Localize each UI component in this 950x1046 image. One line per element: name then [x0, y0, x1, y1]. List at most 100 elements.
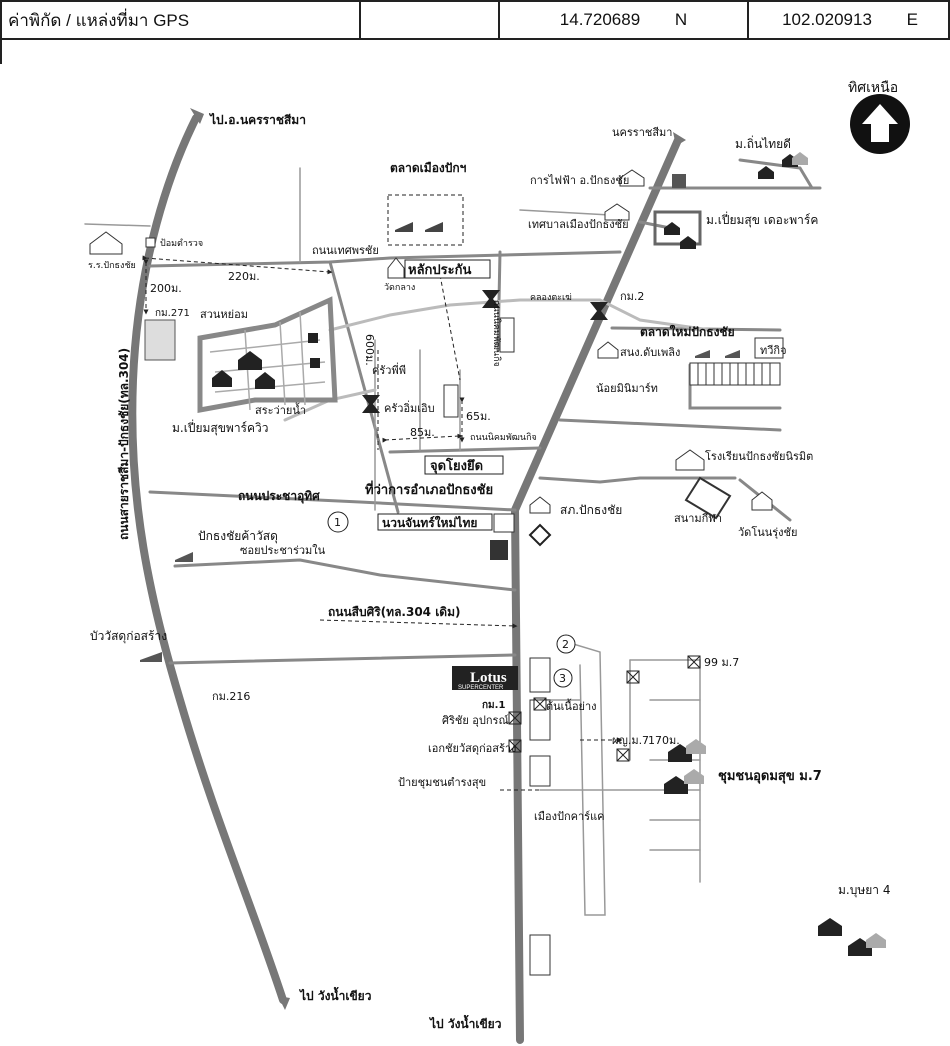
label-electricity: การไฟฟ้า อ.ปักธงชัย	[530, 174, 629, 187]
longitude-cell: 102.020913 E	[747, 0, 950, 40]
label-school: ร.ร.ปักธงชัย	[88, 261, 136, 271]
gps-source-label: ค่าพิกัด / แหล่งที่มา GPS	[0, 0, 361, 40]
label-mueang-pak-car: เมืองปักคาร์แค	[534, 810, 605, 823]
park-view-village	[197, 296, 338, 413]
label-park-view: ม.เปี่ยมสุขพาร์ควิว	[172, 419, 269, 436]
label-noi-minimart: น้อยมินิมาร์ท	[596, 382, 658, 395]
label-pool: สระว่ายน้ำ	[255, 402, 306, 417]
label-the-park: ม.เปี่ยมสุข เดอะพาร์ค	[706, 211, 818, 228]
wat-icon	[751, 491, 773, 511]
latitude-unit: N	[674, 10, 688, 29]
label-road-suepsiri: ถนนสืบศิริ(ทล.304 เดิม)	[328, 605, 461, 619]
label-thawikit: ทวีกิจ	[760, 344, 787, 357]
label-km2: กม.2	[620, 290, 644, 303]
label-wat-klang: วัดกลาง	[384, 283, 415, 293]
label-to-wang-nam-khiao-1: ไป วังน้ำเขียว	[298, 986, 372, 1003]
temple-icon	[387, 257, 405, 279]
label-police-box: ป้อมตำรวจ	[160, 238, 203, 249]
label-wat-ton: วัดโนนรุ่งชัย	[738, 525, 797, 539]
electricity-icon	[619, 169, 645, 187]
label-road-nikhom2: ถนนนิคมพัฒนกิจ	[470, 432, 537, 443]
the-park-block	[653, 210, 702, 246]
label-99: 99 ม.7	[704, 656, 739, 669]
label-chan-new-thai: นวนจันทร์ใหม่ไทย	[382, 515, 477, 530]
label-170m: 170ม.	[648, 734, 680, 747]
marker-3: 3	[559, 672, 566, 685]
empty-cell	[359, 0, 500, 40]
school-icon	[89, 231, 123, 255]
label-community: ชุมชนอุดมสุข ม.7	[718, 769, 822, 784]
label-bunya: ม.บุษยา 4	[838, 883, 890, 898]
house-clusters-light	[684, 152, 886, 948]
marker-2: 2	[562, 638, 569, 651]
label-85m: 85ม.	[410, 426, 435, 439]
label-lak-prakan: หลักประกัน	[408, 263, 471, 278]
chan-shop-icon	[493, 513, 515, 533]
label-suan-yom: สวนหย่อม	[200, 308, 248, 321]
label-bua-wat: บัววัสดุก่อสร้าง	[90, 629, 167, 644]
label-new-market: ตลาดใหม่ปักธงชัย	[640, 324, 735, 339]
label-highway-304: ถนนสายราชสีมา-ปักธงชัย(ทล.304)	[117, 348, 131, 540]
mueang-market	[387, 194, 464, 246]
north-label: ทิศเหนือ	[848, 80, 898, 96]
landmark-icon	[490, 540, 508, 560]
north-arrow-icon	[850, 94, 910, 154]
main-road	[510, 132, 686, 1044]
map-labels: ไป.อ.นครราชสีมา นครราชสีมา ม.ถิ่นไทยดี ก…	[88, 112, 890, 1031]
lotus-subtext: SUPERCENTER	[458, 685, 504, 691]
label-police-station: สภ.ปักธงชัย	[560, 503, 622, 517]
label-bus-stop: ป้ายชุมชนตำรงสุข	[398, 776, 486, 789]
longitude-value: 102.020913	[782, 10, 872, 29]
label-road-nikhom: ถนนนิคมพัฒนกิจ	[491, 300, 502, 367]
label-thetphon-road: ถนนเทศพรชัย	[312, 244, 379, 257]
label-fire-station: สนง.ดับเพลิง	[620, 346, 680, 359]
label-krua-im: ครัวอิ่มเอิบ	[384, 400, 435, 415]
label-khlong: คลองตะเฆ่	[530, 293, 572, 303]
intersection-markers	[362, 290, 608, 413]
label-siri-chai: ศิริชัย อุปกรณ์	[442, 714, 509, 727]
new-market	[689, 337, 784, 386]
longitude-unit: E	[906, 10, 918, 29]
minor-roads	[84, 167, 701, 916]
label-municipality: เทศบาลเมืองปักธงชัย	[528, 218, 629, 231]
label-nakhon: นครราชสีมา	[612, 126, 672, 139]
label-km1: กม.1	[482, 700, 505, 711]
warehouse2-icon	[140, 652, 162, 662]
label-kruaphiphi: ครัวพี่พี	[372, 362, 406, 377]
label-thin-thai-dee: ม.ถิ่นไทยดี	[735, 135, 791, 151]
label-200m: 200ม.	[150, 282, 182, 295]
km-post-icon	[144, 319, 176, 361]
secondary-roads	[148, 158, 822, 665]
label-district-office: ที่ว่าการอำเภอปักธงชัย	[365, 480, 493, 498]
label-road-phracharoen: ถนนประชาอุทิศ	[238, 489, 320, 504]
label-to-wang-nam-khiao-2: ไป วังน้ำเขียว	[428, 1014, 502, 1031]
label-pak-material: ปักธงชัยค้าวัสดุ	[198, 529, 278, 544]
coordinate-table: ค่าพิกัด / แหล่งที่มา GPS 14.720689 N 10…	[0, 0, 950, 40]
warehouse-icon	[175, 552, 193, 562]
label-pyy: ผญ.ม.7	[612, 734, 649, 747]
label-220m: 220ม.	[228, 270, 260, 283]
municipality-icon	[604, 203, 630, 221]
building-icons	[89, 169, 773, 662]
arrow-up-icon	[190, 108, 204, 124]
label-soi-pracharuam: ซอยประชาร่วมใน	[240, 544, 326, 557]
label-to-nakhon: ไป.อ.นครราชสีมา	[208, 112, 306, 127]
stadium-icon	[684, 476, 732, 520]
label-ton-nuea: ต้นเนื้อย่าง	[546, 698, 597, 713]
police-box-icon	[145, 237, 156, 248]
lotus-logo: Lotus SUPERCENTER	[452, 666, 518, 691]
label-km216: กม.216	[212, 690, 250, 703]
shop-markers	[508, 655, 701, 762]
label-65m: 65ม.	[466, 410, 491, 423]
lotus-text: Lotus	[470, 670, 507, 686]
label-600m: 600ม.	[363, 334, 376, 366]
house-clusters	[664, 154, 872, 956]
marker-1: 1	[334, 516, 341, 529]
distance-markers	[142, 255, 623, 791]
latitude-cell: 14.720689 N	[498, 0, 749, 40]
house-icon	[212, 351, 275, 389]
numbered-markers: 1 2 3	[327, 511, 576, 688]
fire-station-icon	[597, 341, 619, 359]
tower-icon	[672, 174, 686, 188]
arrow-down-icon	[278, 996, 290, 1010]
